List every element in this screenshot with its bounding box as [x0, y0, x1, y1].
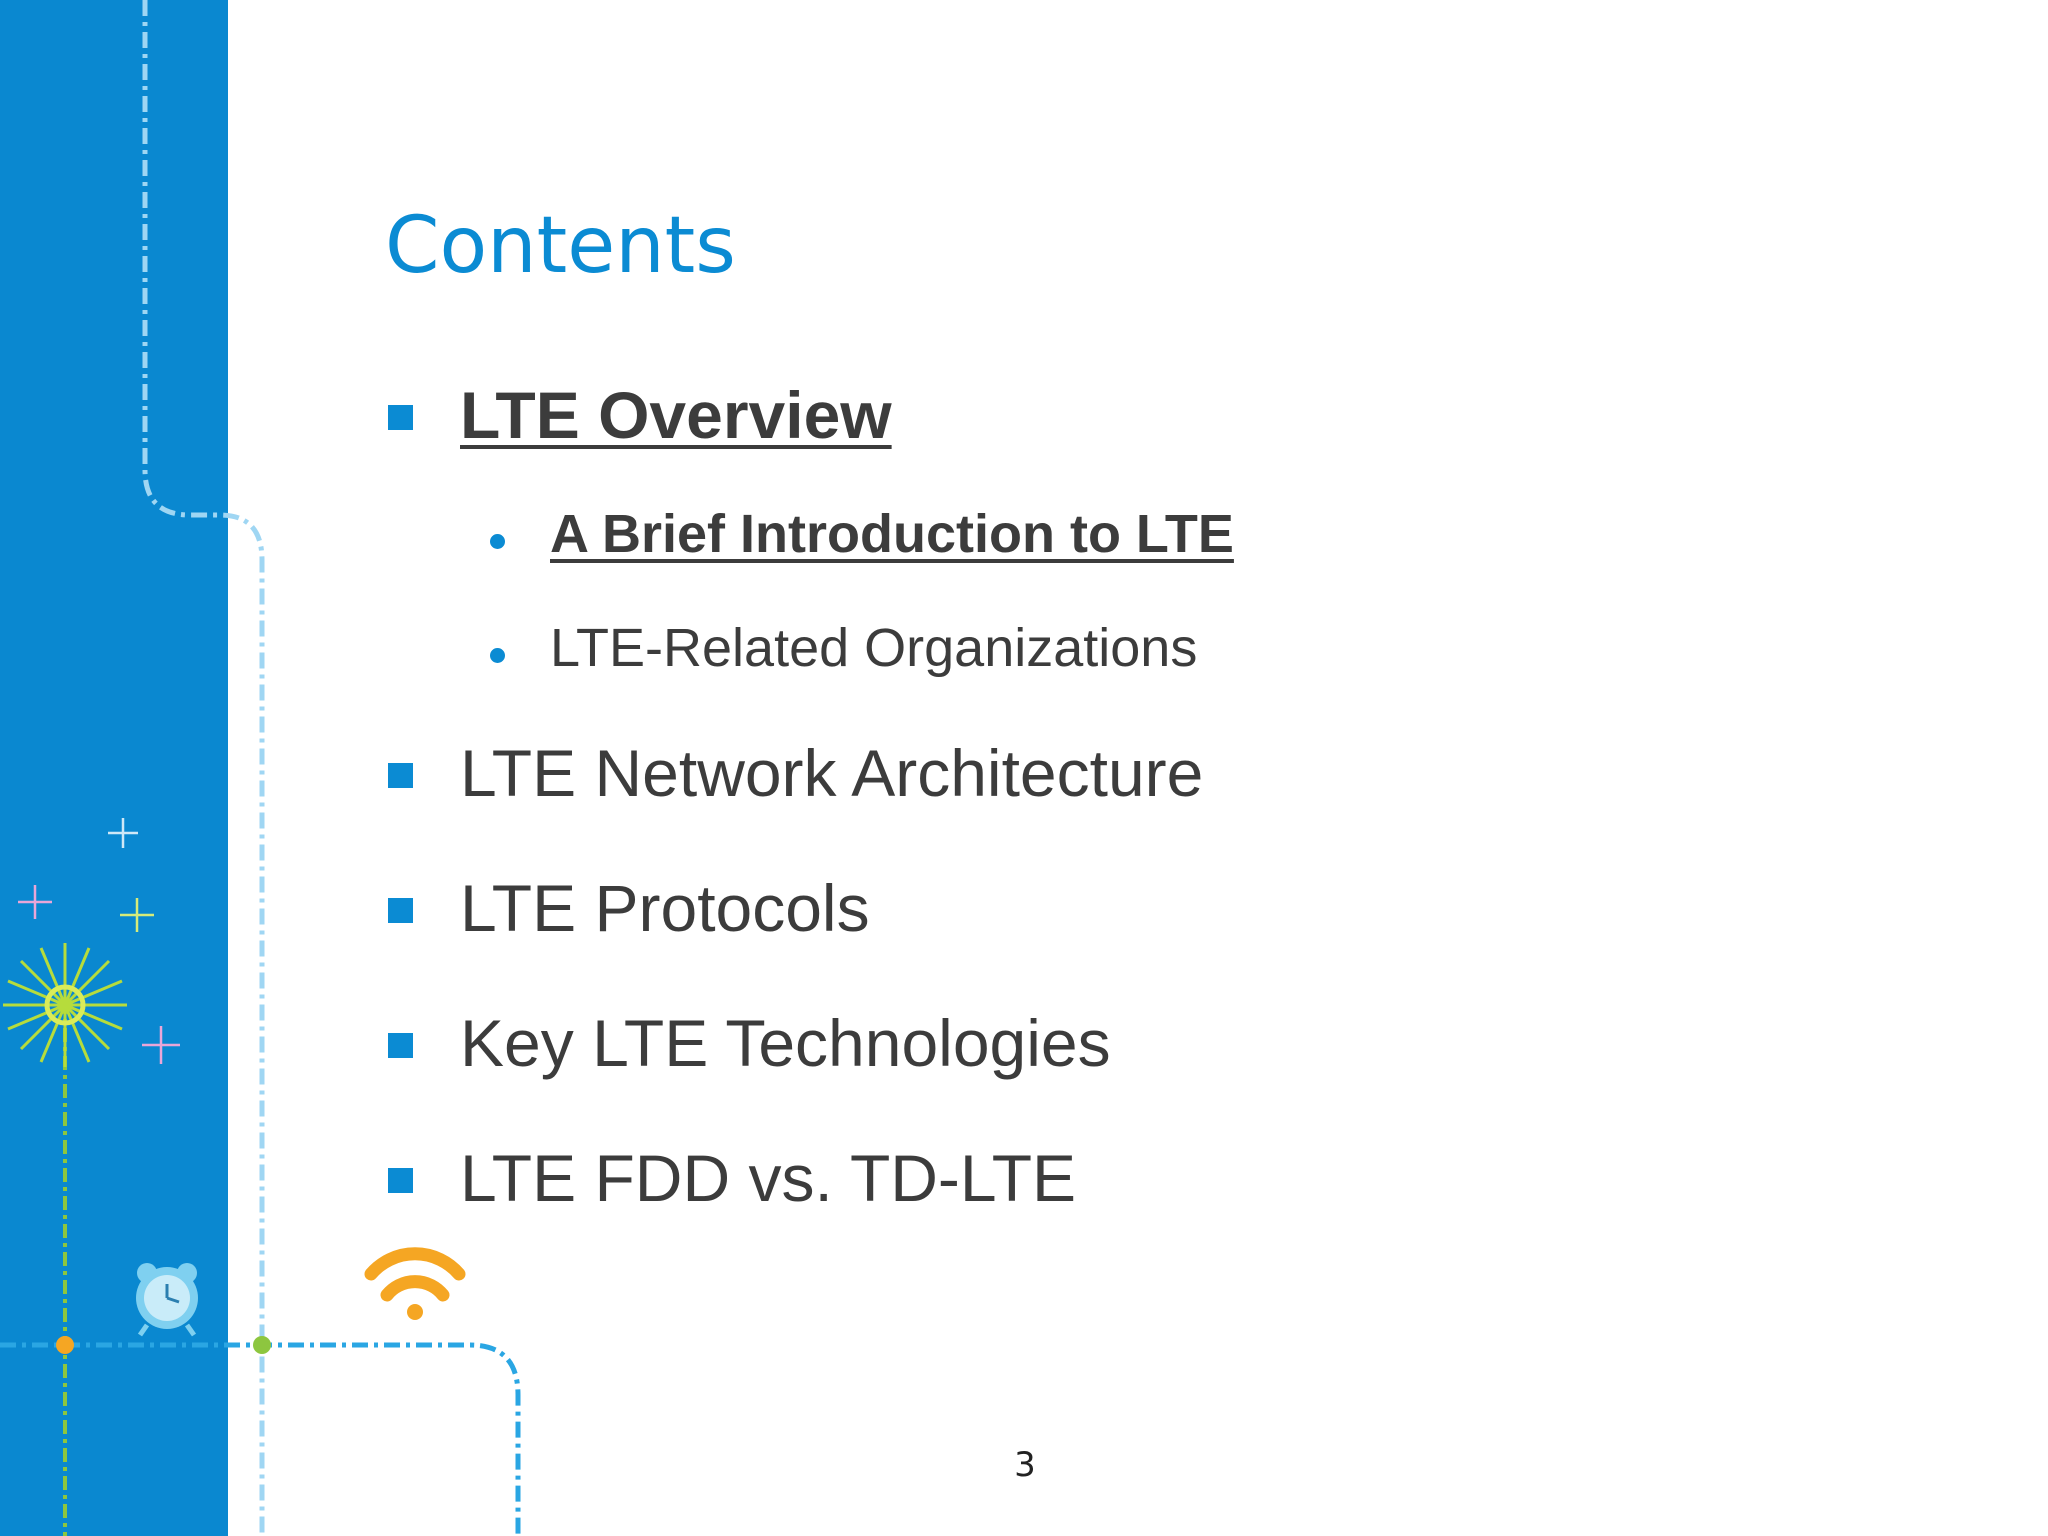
toc-label: LTE FDD vs. TD-LTE: [460, 1141, 1077, 1215]
circuit-line-bottom: [0, 1342, 521, 1536]
toc-label: LTE Overview: [460, 378, 892, 452]
square-bullet-icon: [388, 898, 413, 923]
node-dot-green: [253, 1336, 271, 1354]
toc-label: LTE Network Architecture: [460, 736, 1204, 810]
square-bullet-icon: [388, 763, 413, 788]
starburst-icon: [3, 943, 127, 1067]
wifi-icon: [364, 1247, 466, 1320]
alarm-clock-icon: [136, 1263, 198, 1337]
toc-label: LTE-Related Organizations: [550, 618, 1198, 678]
toc-label: LTE Protocols: [460, 871, 870, 945]
square-bullet-icon: [388, 405, 413, 430]
round-bullet-icon: [490, 648, 505, 663]
page-number: 3: [1014, 1445, 1036, 1485]
toc-label: A Brief Introduction to LTE: [550, 504, 1234, 564]
slide-title: Contents: [385, 201, 736, 291]
square-bullet-icon: [388, 1168, 413, 1193]
circuit-line-left: [142, 0, 265, 1536]
toc-label: Key LTE Technologies: [460, 1006, 1111, 1080]
square-bullet-icon: [388, 1033, 413, 1058]
round-bullet-icon: [490, 534, 505, 549]
sparkle-icon: [18, 818, 180, 1064]
node-dot-orange: [56, 1336, 74, 1354]
